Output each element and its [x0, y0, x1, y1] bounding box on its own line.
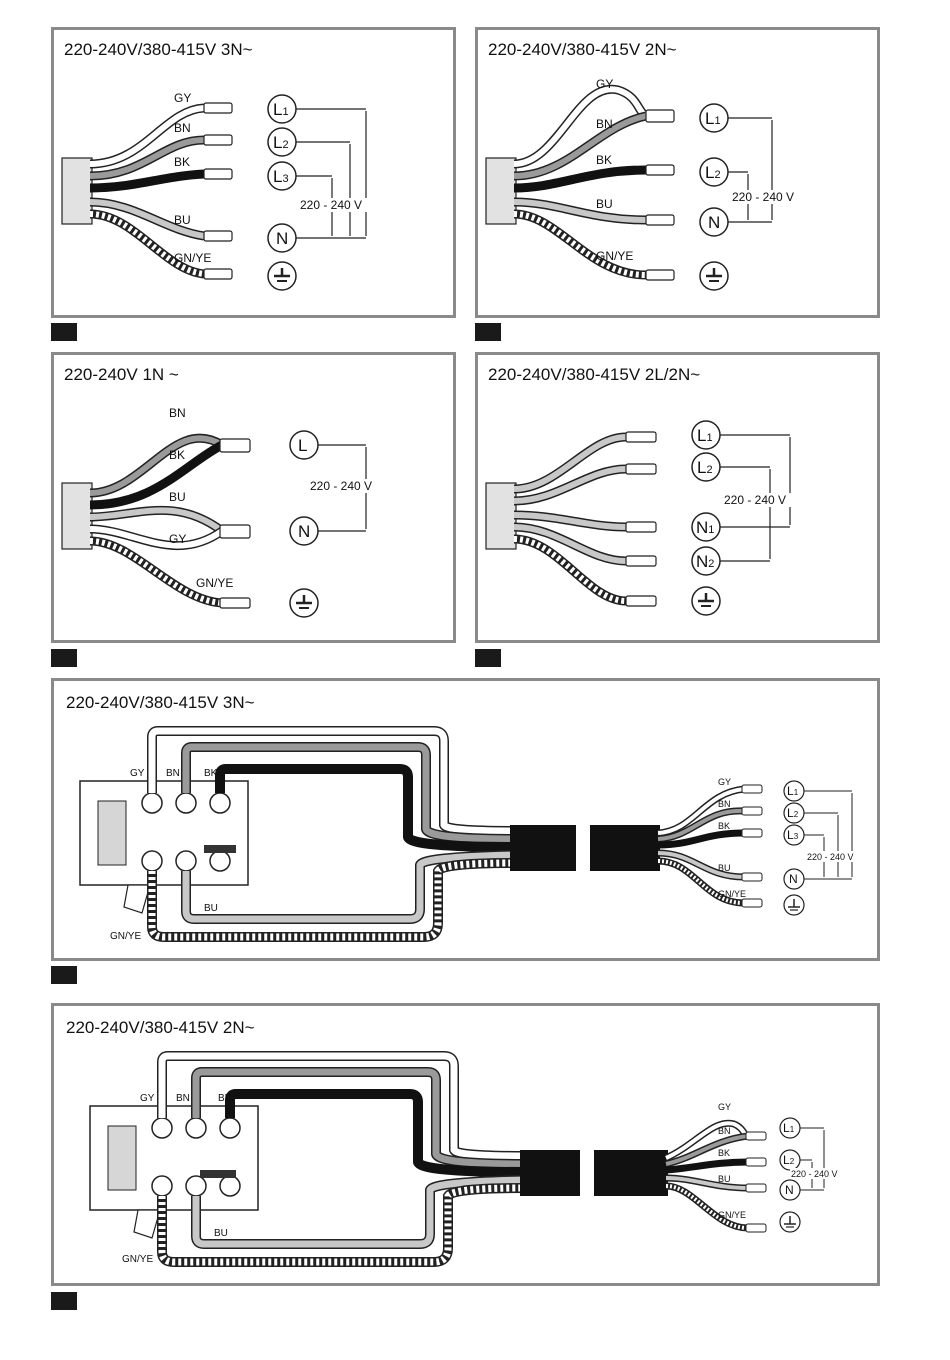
- voltage-label: 220 - 240 V: [732, 190, 794, 204]
- block-label: BN: [176, 1093, 190, 1104]
- wire-label: BU: [174, 213, 191, 227]
- wire-label: BN: [169, 406, 186, 420]
- wire-label: GN/YE: [718, 889, 746, 899]
- wire-label: BU: [596, 197, 613, 211]
- wire-label: BK: [174, 155, 190, 169]
- wire-label-gnye: GN/YE: [122, 1254, 153, 1265]
- terminal-n1: N1: [696, 518, 714, 537]
- panel-title: 220-240V/380-415V 3N~: [66, 693, 255, 712]
- block-label: BK: [218, 1093, 232, 1104]
- wire-label: BN: [596, 117, 613, 131]
- panel-title: 220-240V/380-415V 2L/2N~: [488, 365, 701, 384]
- panel-marker: [51, 649, 77, 667]
- panel-marker: [51, 323, 77, 341]
- panel-title: 220-240V/380-415V 3N~: [64, 40, 253, 59]
- wiring-diagram-1: GY BN BK BU GN/YE L1 L2 L3 N: [61, 91, 374, 291]
- wire-label: BN: [718, 799, 731, 809]
- wire-label: BU: [718, 863, 731, 873]
- ground-icon: [706, 268, 722, 282]
- ground-icon: [296, 595, 312, 609]
- terminal-n: N: [789, 872, 798, 886]
- panel-2: 220-240V/380-415V 2N~ GY BN BK BU GN/YE …: [475, 27, 880, 318]
- wire-label: GY: [169, 532, 186, 546]
- wire-label: BK: [718, 1148, 730, 1158]
- ground-icon: [784, 1216, 796, 1228]
- wire-label: GN/YE: [718, 1210, 746, 1220]
- wiring-diagram-3: BN BK BU GY GN/YE L N 220 - 240 V: [61, 406, 384, 618]
- panel-marker: [475, 649, 501, 667]
- block-label: BK: [204, 768, 218, 779]
- terminal-l: L: [298, 436, 307, 455]
- terminal-l2: L2: [705, 163, 721, 182]
- terminal-l1: L1: [273, 100, 289, 119]
- terminal-l3: L3: [787, 828, 799, 842]
- terminal-n: N: [708, 213, 720, 232]
- voltage-label: 220 - 240 V: [724, 493, 786, 507]
- panel-marker: [475, 323, 501, 341]
- voltage-label: 220 - 240 V: [300, 198, 362, 212]
- wire-label: BK: [169, 448, 185, 462]
- wiring-diagram-5: GY BN BK BU GN/YE GY BN BK BU GN/YE L1 L…: [79, 726, 860, 942]
- panel-title: 220-240V/380-415V 2N~: [66, 1018, 255, 1037]
- wire-label: BN: [174, 121, 191, 135]
- terminal-n2: N2: [696, 552, 714, 571]
- wire-label-gnye: GN/YE: [110, 931, 141, 942]
- wire-label: GY: [718, 1102, 731, 1112]
- wiring-diagram-4: L1 L2 N1 N2 220 - 240 V: [485, 420, 798, 616]
- terminal-l1: L1: [697, 426, 713, 445]
- wire-label: GY: [718, 777, 731, 787]
- wire-label-bu: BU: [204, 903, 218, 914]
- terminal-l2: L2: [787, 806, 799, 820]
- wire-label: GN/YE: [596, 249, 633, 263]
- wire-label: GY: [174, 91, 191, 105]
- panel-title: 220-240V/380-415V 2N~: [488, 40, 677, 59]
- panel-4: 220-240V/380-415V 2L/2N~ L1 L2 N1 N2: [475, 352, 880, 643]
- block-label: GY: [130, 768, 145, 779]
- panel-1: 220-240V/380-415V 3N~ GY BN BK BU GN/YE: [51, 27, 456, 318]
- wiring-diagram-2: GY BN BK BU GN/YE L1 L2 N 220 - 240 V: [485, 77, 806, 291]
- terminal-l1: L1: [787, 784, 799, 798]
- ground-icon: [788, 899, 800, 911]
- wire-label: BU: [718, 1174, 731, 1184]
- wire-label: BU: [169, 490, 186, 504]
- terminal-l1: L1: [705, 109, 721, 128]
- wire-label: GY: [596, 77, 613, 91]
- wiring-diagram-6: GY BN BK BU GN/YE GY BN BK BU GN/YE L1 L…: [89, 1051, 844, 1267]
- panel-6: 220-240V/380-415V 2N~: [51, 1003, 880, 1286]
- terminal-l2: L2: [273, 133, 289, 152]
- panel-3: 220-240V 1N ~ BN BK BU GY GN/YE L N: [51, 352, 456, 643]
- voltage-label: 220 - 240 V: [807, 852, 854, 862]
- terminal-l2: L2: [783, 1153, 795, 1167]
- ground-icon: [274, 268, 290, 282]
- terminal-n: N: [785, 1183, 794, 1197]
- wire-label: GN/YE: [196, 576, 233, 590]
- panel-marker: [51, 1292, 77, 1310]
- voltage-label: 220 - 240 V: [310, 479, 372, 493]
- block-label: BN: [166, 768, 180, 779]
- wire-label-bu: BU: [214, 1228, 228, 1239]
- terminal-l1: L1: [783, 1121, 795, 1135]
- wire-label: GN/YE: [174, 251, 211, 265]
- panel-title: 220-240V 1N ~: [64, 365, 179, 384]
- wire-label: BK: [718, 821, 730, 831]
- terminal-n: N: [276, 229, 288, 248]
- block-label: GY: [140, 1093, 155, 1104]
- terminal-l2: L2: [697, 458, 713, 477]
- terminal-n: N: [298, 522, 310, 541]
- panel-5: 220-240V/380-415V 3N~: [51, 678, 880, 961]
- voltage-label: 220 - 240 V: [791, 1169, 838, 1179]
- panel-marker: [51, 966, 77, 984]
- wire-label: BN: [718, 1126, 731, 1136]
- terminal-l3: L3: [273, 167, 289, 186]
- wire-label: BK: [596, 153, 612, 167]
- ground-icon: [698, 593, 714, 607]
